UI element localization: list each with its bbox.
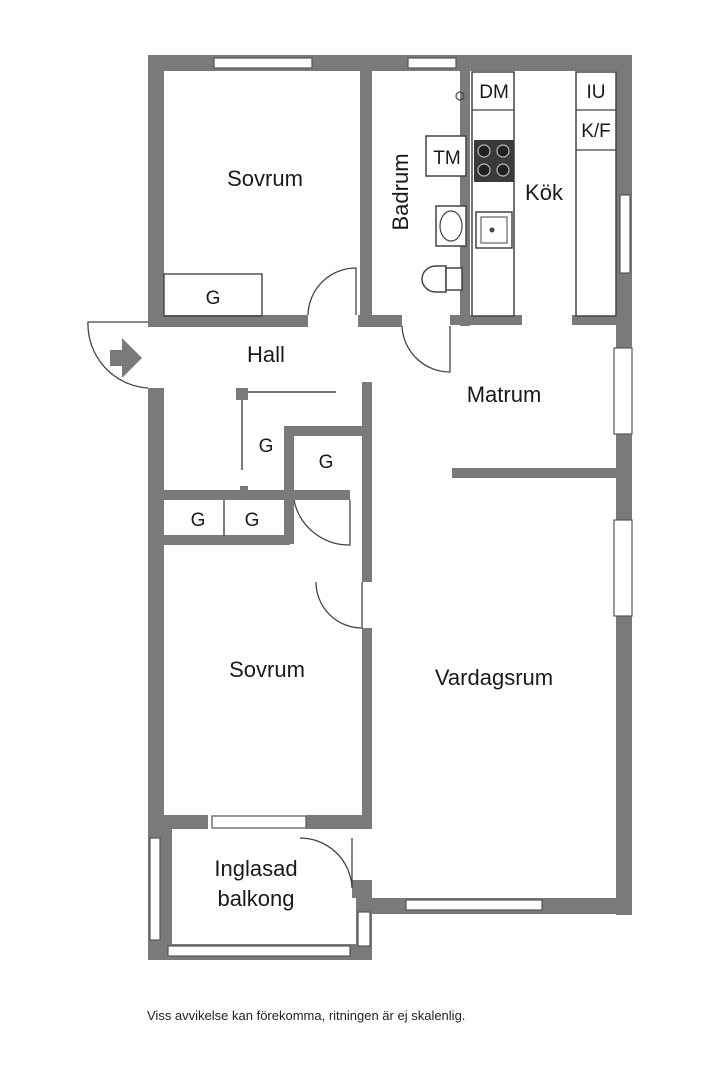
toilet-icon xyxy=(421,265,447,293)
shower-icon xyxy=(455,91,465,101)
room-label-sovrum-bottom: Sovrum xyxy=(229,657,305,682)
disclaimer-text: Viss avvikelse kan förekomma, ritningen … xyxy=(147,1008,466,1023)
room-label-balkong-line2: balkong xyxy=(217,886,294,911)
kitchen-fixtures xyxy=(471,71,617,317)
doors xyxy=(87,267,451,889)
label-dm: DM xyxy=(479,82,509,103)
room-label-hall: Hall xyxy=(247,342,285,367)
windows xyxy=(149,57,633,957)
label-g-hall: G xyxy=(259,436,274,457)
label-g-sovrum: G xyxy=(206,288,221,309)
label-g-right: G xyxy=(245,510,260,531)
room-label-matrum: Matrum xyxy=(467,382,542,407)
room-label-balkong-line1: Inglasad xyxy=(214,856,297,881)
interior-walls xyxy=(148,71,632,946)
label-iu: IU xyxy=(587,82,606,103)
room-label-badrum: Badrum xyxy=(388,153,413,230)
label-kf: K/F xyxy=(581,121,611,142)
room-label-kok: Kök xyxy=(525,180,564,205)
room-label-vardagsrum: Vardagsrum xyxy=(435,665,553,690)
storage-outlines xyxy=(163,273,336,536)
label-tm: TM xyxy=(433,148,460,169)
label-g-left: G xyxy=(191,510,206,531)
room-label-sovrum-top: Sovrum xyxy=(227,166,303,191)
floor-plan: Sovrum Badrum Kök Hall Matrum Sovrum Var… xyxy=(87,55,633,960)
bathroom-fixtures xyxy=(421,91,467,293)
entry-arrow-icon xyxy=(110,338,142,378)
label-g-closet: G xyxy=(319,452,334,473)
washbasin-icon xyxy=(435,205,467,247)
